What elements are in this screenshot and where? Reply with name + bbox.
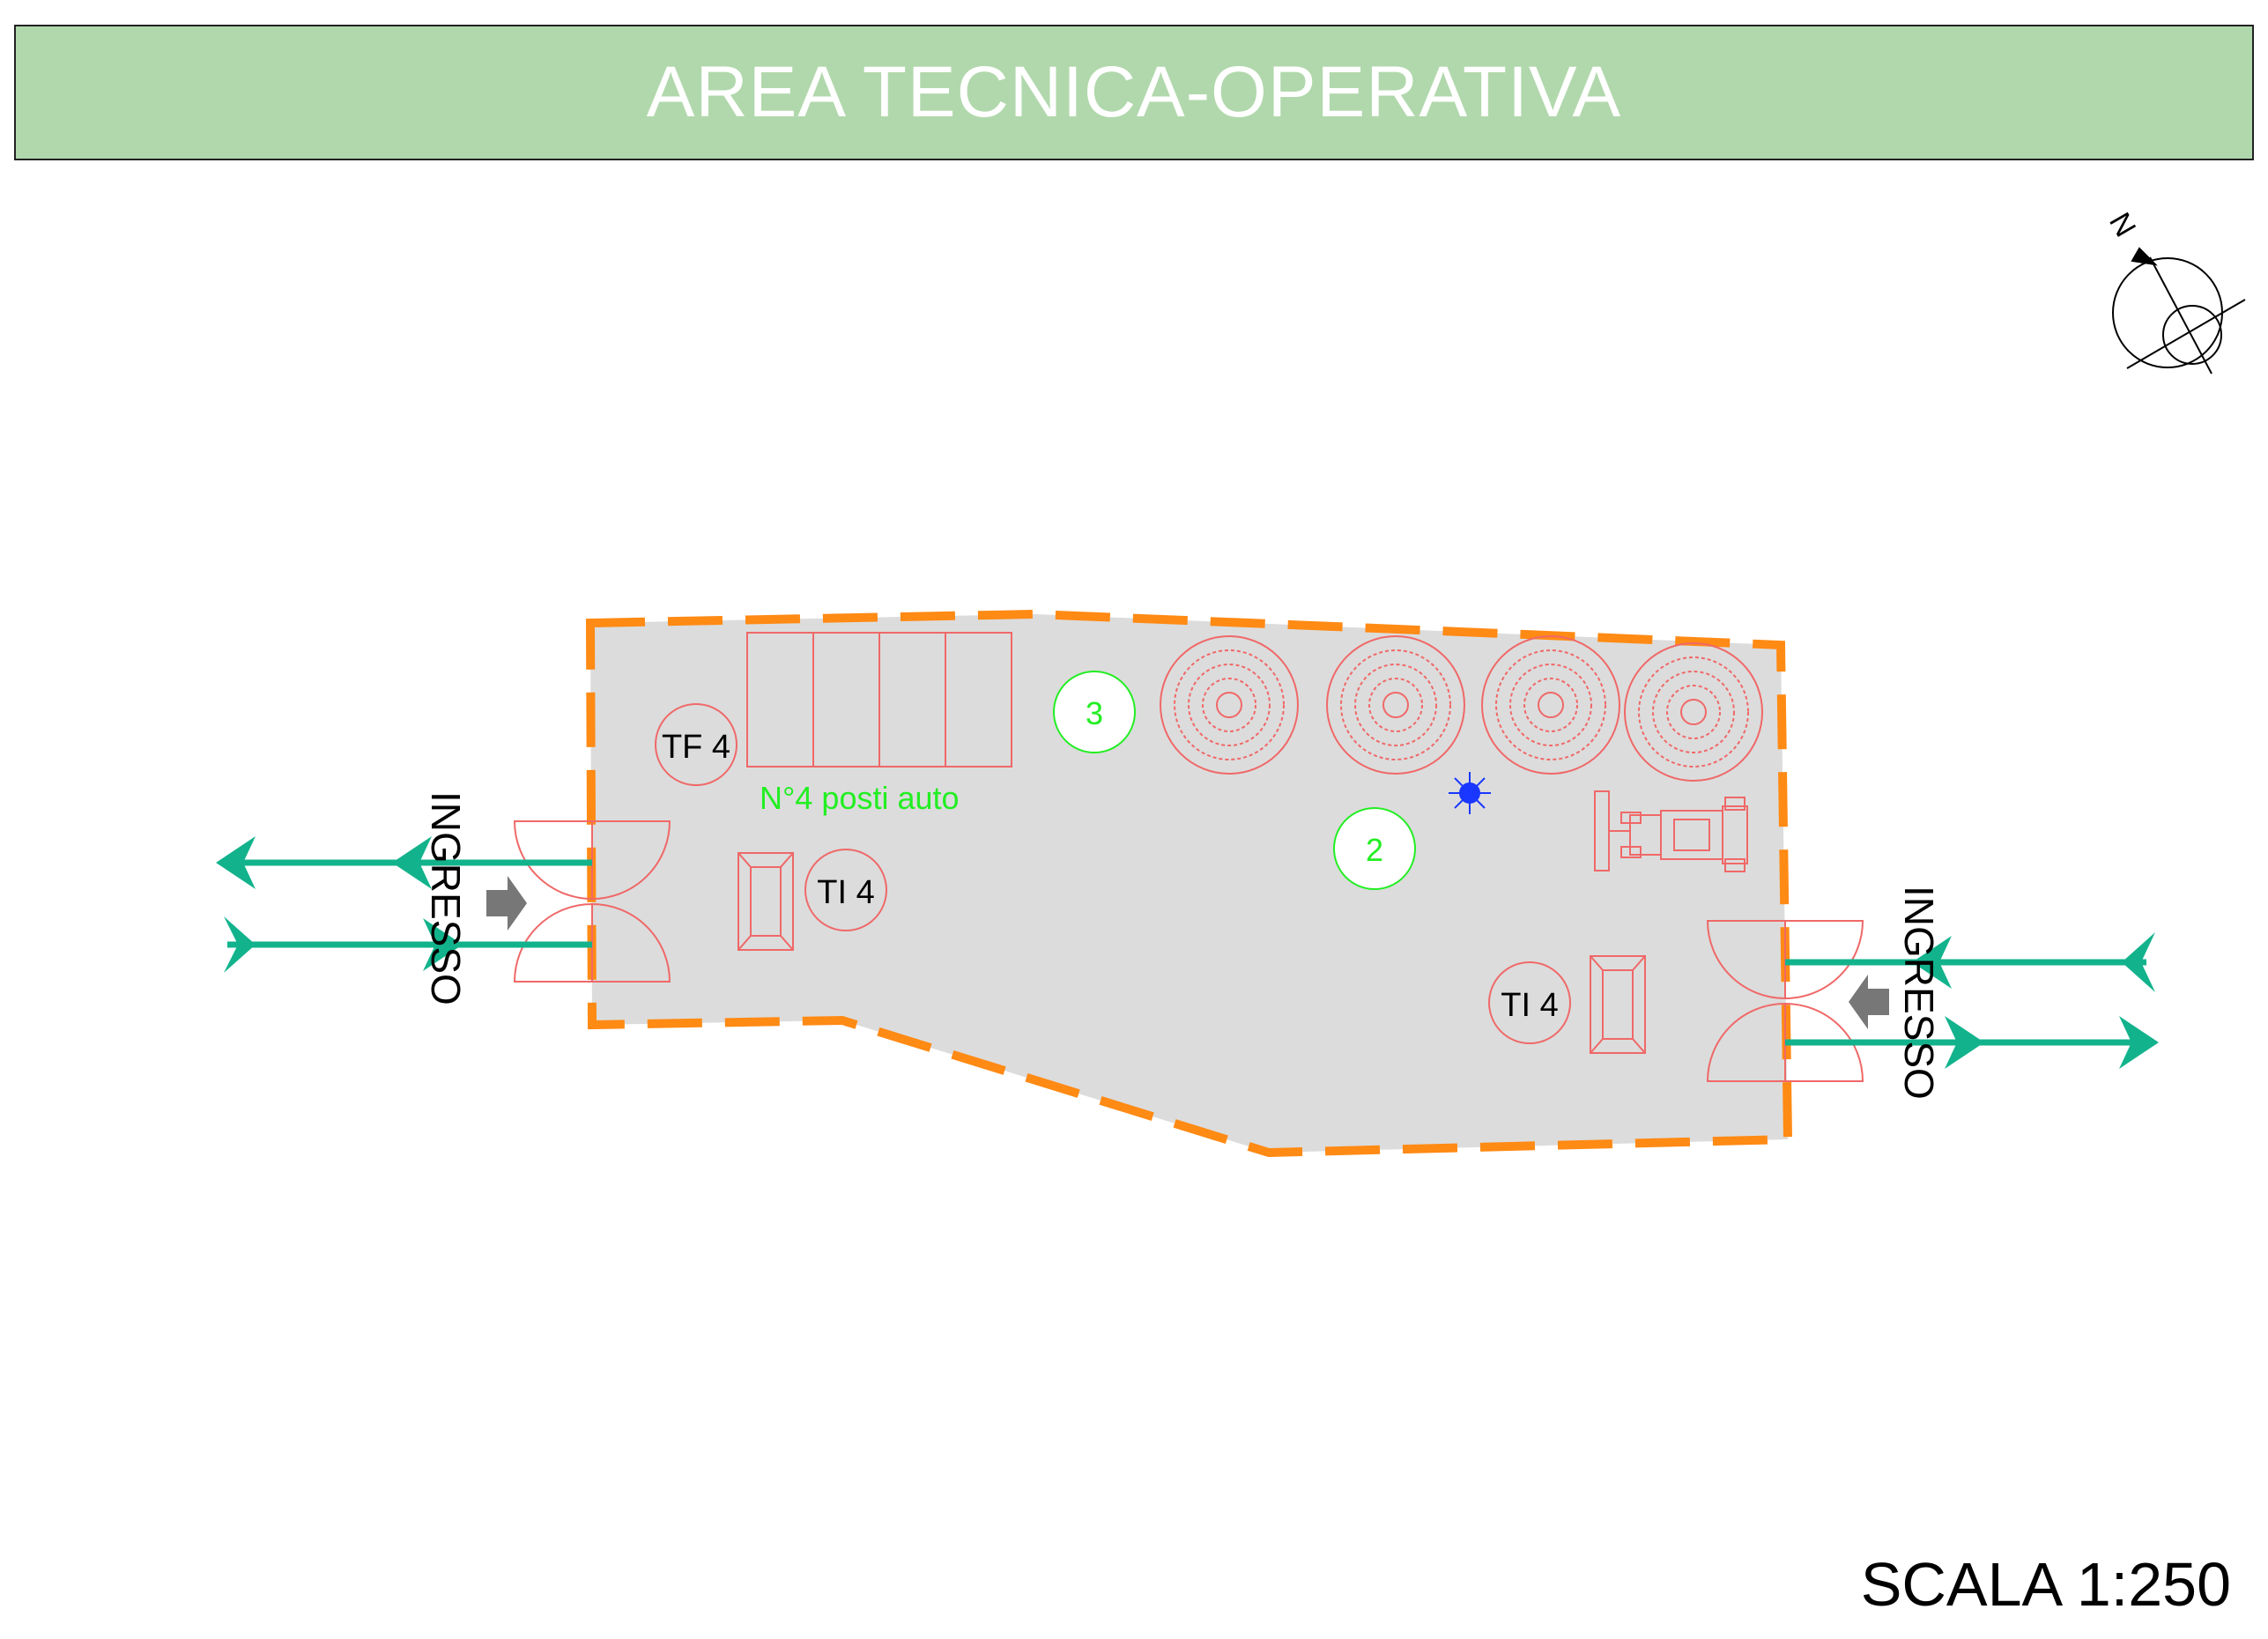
- page-title: AREA TECNICA-OPERATIVA: [646, 52, 1622, 132]
- tree-icon: [1481, 635, 1620, 775]
- marker-2-label: 2: [1366, 832, 1383, 868]
- parking-stalls: [746, 632, 1012, 768]
- marker-3-circle: [1053, 671, 1136, 753]
- tree-icon: [1326, 635, 1465, 775]
- parking-label: N°4 posti auto: [760, 780, 960, 816]
- ti4-left-symbol: [737, 852, 794, 951]
- traffic-arrows-left: [216, 836, 592, 973]
- scale-label: SCALA 1:250: [1860, 1550, 2231, 1619]
- light-icon: [1449, 772, 1491, 814]
- area-fill: [590, 614, 1788, 1153]
- trees: [1160, 635, 1763, 782]
- tree-icon: [1624, 642, 1763, 782]
- area-boundary: [585, 609, 1793, 1158]
- ti4-right-label: TI 4: [1501, 987, 1558, 1024]
- marker-2-circle: [1333, 807, 1416, 890]
- traffic-arrows-right: [1785, 932, 2159, 1069]
- tf4-circle: [655, 703, 737, 786]
- header-bar: AREA TECNICA-OPERATIVA: [14, 25, 2254, 160]
- ti4-left-label: TI 4: [817, 874, 874, 911]
- tractor-icon: [1594, 790, 1748, 872]
- entrance-right-label: INGRESSO: [1896, 886, 1942, 1100]
- ti4-left-circle: [804, 849, 887, 931]
- ti4-right-circle: [1488, 961, 1571, 1044]
- compass-icon: [2112, 247, 2246, 375]
- gate-icon: [513, 820, 671, 983]
- north-label: N: [2102, 207, 2142, 242]
- ti4-right-symbol: [1590, 955, 1646, 1054]
- gate-icon: [1706, 920, 1864, 1082]
- tree-icon: [1160, 635, 1299, 775]
- arrow-icon: [1849, 975, 1889, 1029]
- arrow-icon: [486, 876, 527, 931]
- marker-3-label: 3: [1086, 695, 1103, 731]
- tf4-label: TF 4: [662, 729, 730, 766]
- entrance-left-label: INGRESSO: [423, 791, 469, 1005]
